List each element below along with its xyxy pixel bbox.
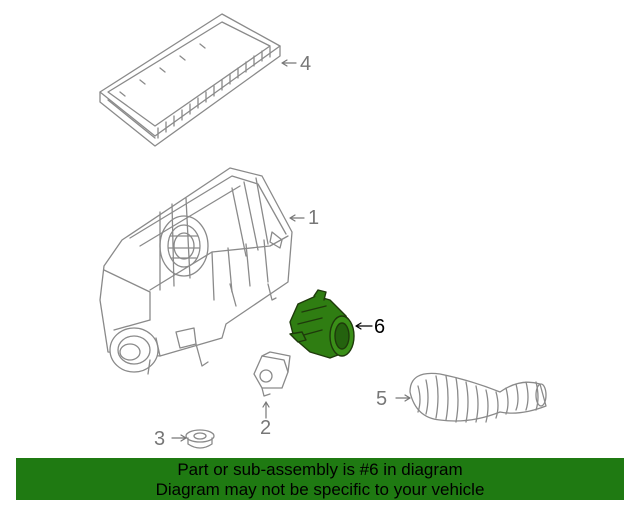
banner-line-part: Part or sub-assembly is #6 in diagram	[177, 460, 463, 479]
intake-duct-hose	[409, 372, 547, 423]
callout-1: 1	[308, 207, 319, 229]
grommet	[185, 429, 215, 449]
callout-6: 6	[374, 316, 385, 338]
banner-line-disclaimer: Diagram may not be specific to your vehi…	[155, 480, 485, 499]
air-mass-sensor	[289, 289, 355, 359]
info-banner: Part or sub-assembly is #6 in diagram Di…	[16, 458, 624, 500]
mount-bracket	[253, 351, 291, 397]
callout-5: 5	[376, 388, 387, 410]
callout-2: 2	[260, 417, 271, 439]
air-cleaner-housing	[99, 167, 293, 375]
leader-lines	[171, 59, 411, 442]
callout-4: 4	[300, 53, 311, 75]
air-filter-element	[99, 13, 281, 147]
callout-3: 3	[154, 428, 165, 450]
